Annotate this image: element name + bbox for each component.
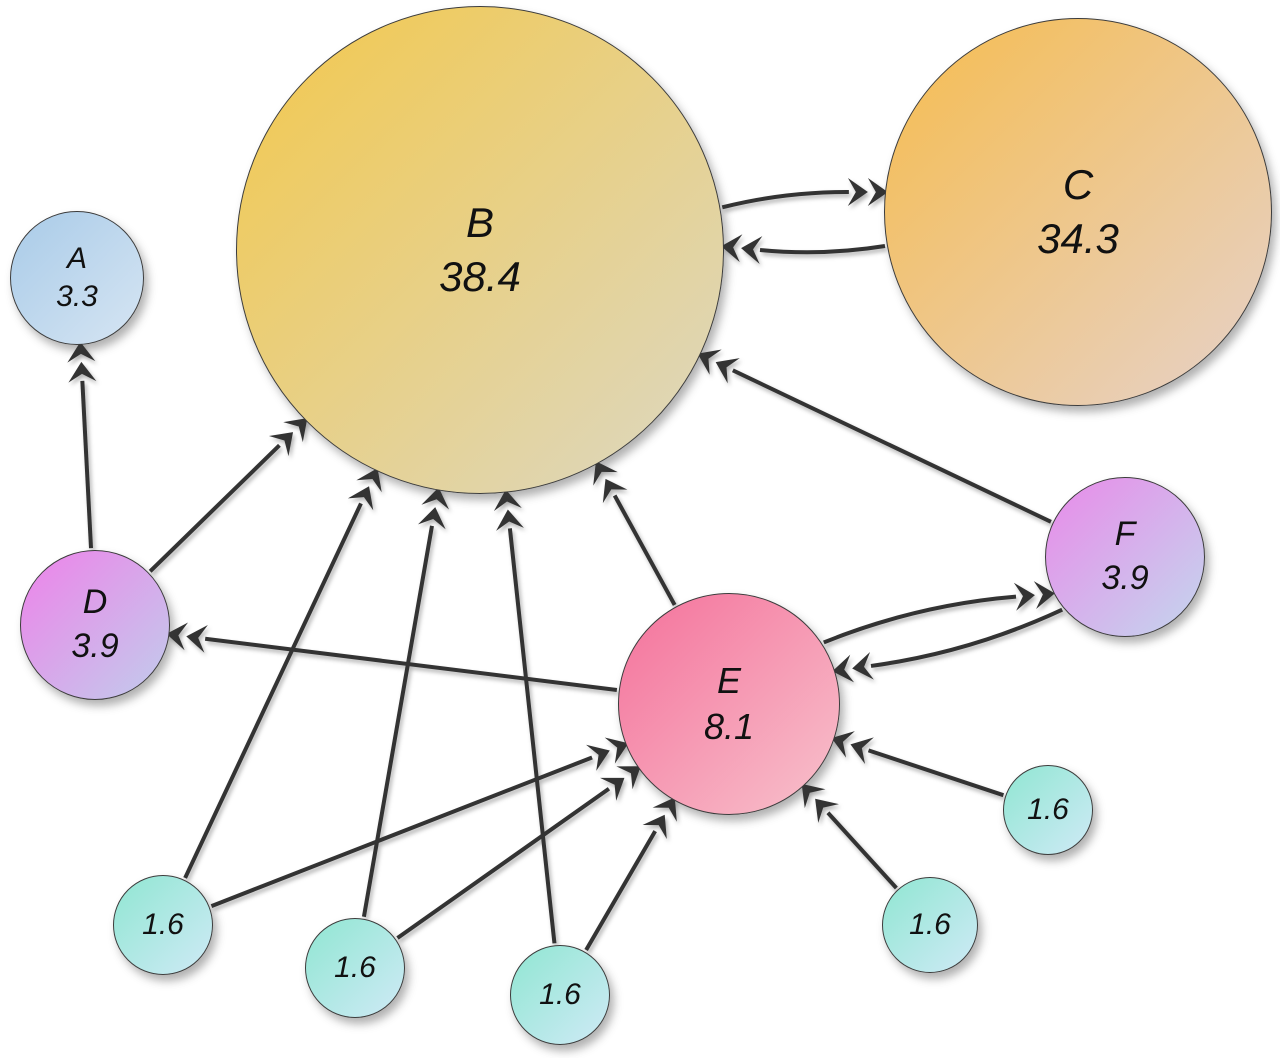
node-rank-value: 38.4 <box>439 253 521 300</box>
node-label: F <box>1114 515 1136 554</box>
node-p1: 1.6 <box>113 875 213 975</box>
edge-p2-B <box>361 487 450 918</box>
node-rank-value: 34.3 <box>1037 215 1119 262</box>
edge-F-E <box>832 607 1064 683</box>
node-label: C <box>1062 161 1094 209</box>
node-F: F 3.9 <box>1045 477 1205 637</box>
edge-F-B <box>697 349 1052 524</box>
node-rank-value: 3.9 <box>71 627 119 665</box>
node-rank-value: 3.3 <box>56 280 98 313</box>
node-p4: 1.6 <box>882 877 978 973</box>
edge-p1-B <box>183 468 382 879</box>
node-rank-value: 1.6 <box>334 950 376 984</box>
edges-group <box>67 177 1064 952</box>
node-E: E 8.1 <box>618 593 840 815</box>
edge-B-C <box>721 177 888 210</box>
node-rank-value: 8.1 <box>703 706 755 747</box>
edge-E-B <box>593 461 677 606</box>
node-A: A 3.3 <box>10 211 144 345</box>
node-p3: 1.6 <box>510 945 610 1045</box>
node-D: D 3.9 <box>20 550 170 700</box>
node-label: B <box>465 199 494 247</box>
edge-E-F <box>823 581 1055 645</box>
node-rank-value: 1.6 <box>539 977 581 1011</box>
edge-D-A <box>67 341 97 549</box>
node-rank-value: 3.9 <box>1101 559 1149 597</box>
node-label: A <box>66 241 87 275</box>
node-label: E <box>716 659 741 701</box>
edge-p3-E <box>584 797 677 952</box>
edge-C-B <box>721 234 886 265</box>
node-rank-value: 1.6 <box>1027 792 1069 826</box>
node-p2: 1.6 <box>305 918 405 1018</box>
edge-D-B <box>148 418 308 573</box>
edge-p2-E <box>396 766 641 940</box>
edge-p1-E <box>210 737 629 908</box>
node-rank-value: 1.6 <box>142 907 184 941</box>
edge-E-D <box>166 622 618 693</box>
node-p5: 1.6 <box>1003 765 1093 855</box>
node-rank-value: 1.6 <box>909 907 951 941</box>
node-label: D <box>82 583 108 622</box>
node-B: B 38.4 <box>236 6 724 494</box>
edge-p4-E <box>801 783 898 890</box>
node-C: C 34.3 <box>884 18 1272 406</box>
edge-p3-B <box>493 489 557 944</box>
edge-p5-E <box>831 731 1005 798</box>
